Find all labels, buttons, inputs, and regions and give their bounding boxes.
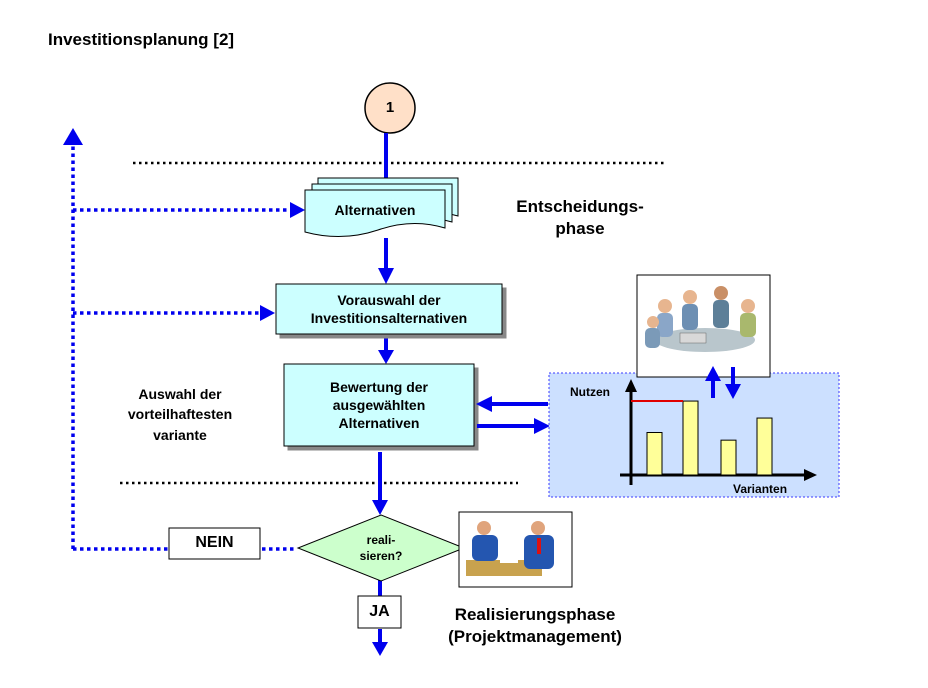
decision-label: reali- sieren? [359, 532, 403, 563]
preselection-label: Vorauswahl der Investitionsalternativen [310, 291, 468, 326]
connector-circle [364, 82, 416, 134]
chart-y-axis-arrowhead [625, 379, 637, 392]
no-label: NEIN [195, 534, 234, 552]
evaluation-label: Bewertung der ausgewählten Alternativen [329, 378, 428, 432]
connector-label: 1 [385, 99, 395, 117]
evaluation-chart-arrows [476, 396, 550, 434]
chart-bar-2 [682, 400, 699, 476]
no-box [168, 527, 261, 560]
feedback-loop [63, 128, 305, 551]
preselection-box [275, 283, 503, 335]
side-note: Auswahl der vorteilhaftesten variante [127, 386, 233, 443]
evaluation-box [283, 363, 475, 447]
page-title: Investitionsplanung [2] [48, 30, 235, 49]
chart-x-label: Varianten [733, 482, 788, 496]
alternatives-label: Alternativen [334, 201, 416, 218]
main-flow-arrowheads [372, 268, 394, 656]
decision-diamond [296, 514, 466, 582]
decision-phase-label: Entscheidungs- phase [516, 197, 644, 239]
team-meeting-illustration [636, 274, 771, 378]
realization-phase-label: Realisierungsphase (Projektmanagement) [448, 605, 622, 647]
yes-label: JA [369, 602, 390, 620]
chart-bar-3 [720, 439, 737, 476]
chart-y-label: Nutzen [570, 385, 610, 399]
chart-bar-4 [756, 417, 773, 476]
chart-bar-1 [646, 432, 663, 476]
chart-x-axis-arrowhead [804, 469, 817, 481]
yes-box [357, 595, 402, 629]
business-conversation-illustration [458, 511, 573, 588]
image-chart-arrows [705, 366, 741, 399]
alternatives-document-stack [304, 177, 459, 238]
chart-plot [620, 379, 817, 485]
